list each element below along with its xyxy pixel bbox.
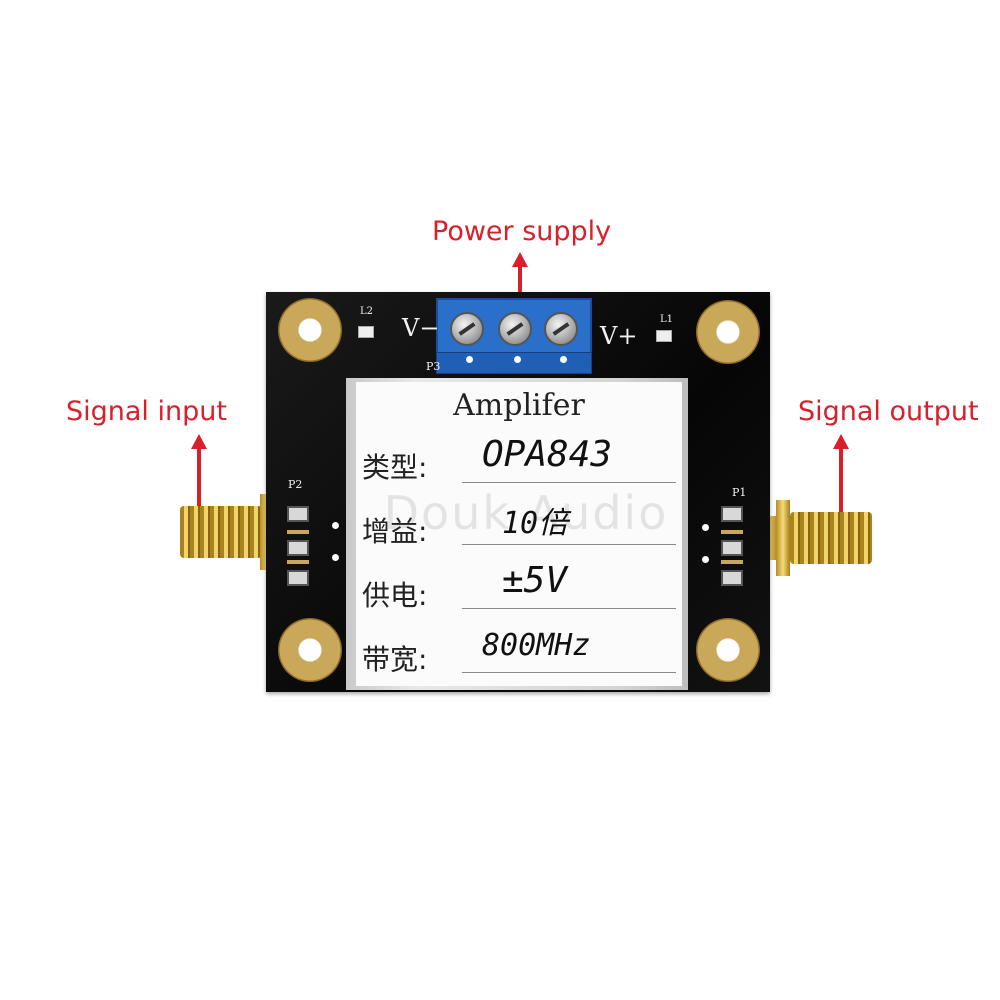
terminal-label: P3 [426,360,441,373]
via [702,556,709,563]
mounting-hole-top-left [278,298,342,362]
header-pin [287,570,309,586]
label-rule [462,482,676,483]
led-l2-label: L2 [360,306,374,317]
gain-value: 10倍 [502,506,569,541]
label-rule [462,544,676,545]
terminal-pad [466,356,473,363]
mounting-hole-top-right [696,300,760,364]
label-rule [462,672,676,673]
label-rule [462,608,676,609]
mounting-hole-bottom-right [696,618,760,682]
v-minus-label: V− [402,314,440,342]
led-l1 [656,330,672,342]
rf-shield-can: Amplifer Douk Audio 类型: OPA843 增益: 10倍 供… [346,378,688,690]
power-supply-callout: Power supply [432,216,612,247]
header-p1 [718,502,748,598]
header-pin [721,506,743,522]
header-pin-trace [287,530,309,534]
terminal-base [436,352,592,374]
led-l1-label: L1 [660,314,674,325]
header-pin-trace [721,560,743,564]
header-pin-trace [721,530,743,534]
via [332,522,339,529]
gain-key: 增益: [362,515,428,548]
bandwidth-key: 带宽: [362,643,428,676]
terminal-screw [450,312,484,346]
terminal-screw [498,312,532,346]
header-pin [287,540,309,556]
header-pin [287,506,309,522]
power-terminal-block [436,298,592,358]
signal-input-arrow [191,434,207,512]
header-p1-label: P1 [732,486,747,499]
amplifier-pcb: P3 V− V+ L2 L1 Amplifer Douk Audio 类型: O… [266,292,770,692]
terminal-pad [560,356,567,363]
label-title: Amplifer [453,388,585,423]
led-l2 [358,326,374,338]
signal-output-arrow [833,434,849,512]
spec-label: Amplifer Douk Audio 类型: OPA843 增益: 10倍 供… [356,382,682,686]
power-supply-arrow [512,252,528,314]
v-plus-label: V+ [600,322,638,350]
watermark: Douk Audio [383,486,669,540]
power-value: ±5V [502,560,568,601]
header-pin [721,540,743,556]
header-p2-label: P2 [288,478,303,491]
terminal-screw [544,312,578,346]
power-key: 供电: [362,579,428,612]
header-p2 [284,496,314,592]
terminal-pad [514,356,521,363]
via [332,554,339,561]
type-key: 类型: [362,451,428,484]
signal-input-callout: Signal input [66,396,227,427]
signal-output-callout: Signal output [798,396,979,427]
bandwidth-value: 800MHz [482,628,591,663]
header-pin [721,570,743,586]
via [702,524,709,531]
mounting-hole-bottom-left [278,618,342,682]
header-pin-trace [287,560,309,564]
type-value: OPA843 [482,434,613,475]
